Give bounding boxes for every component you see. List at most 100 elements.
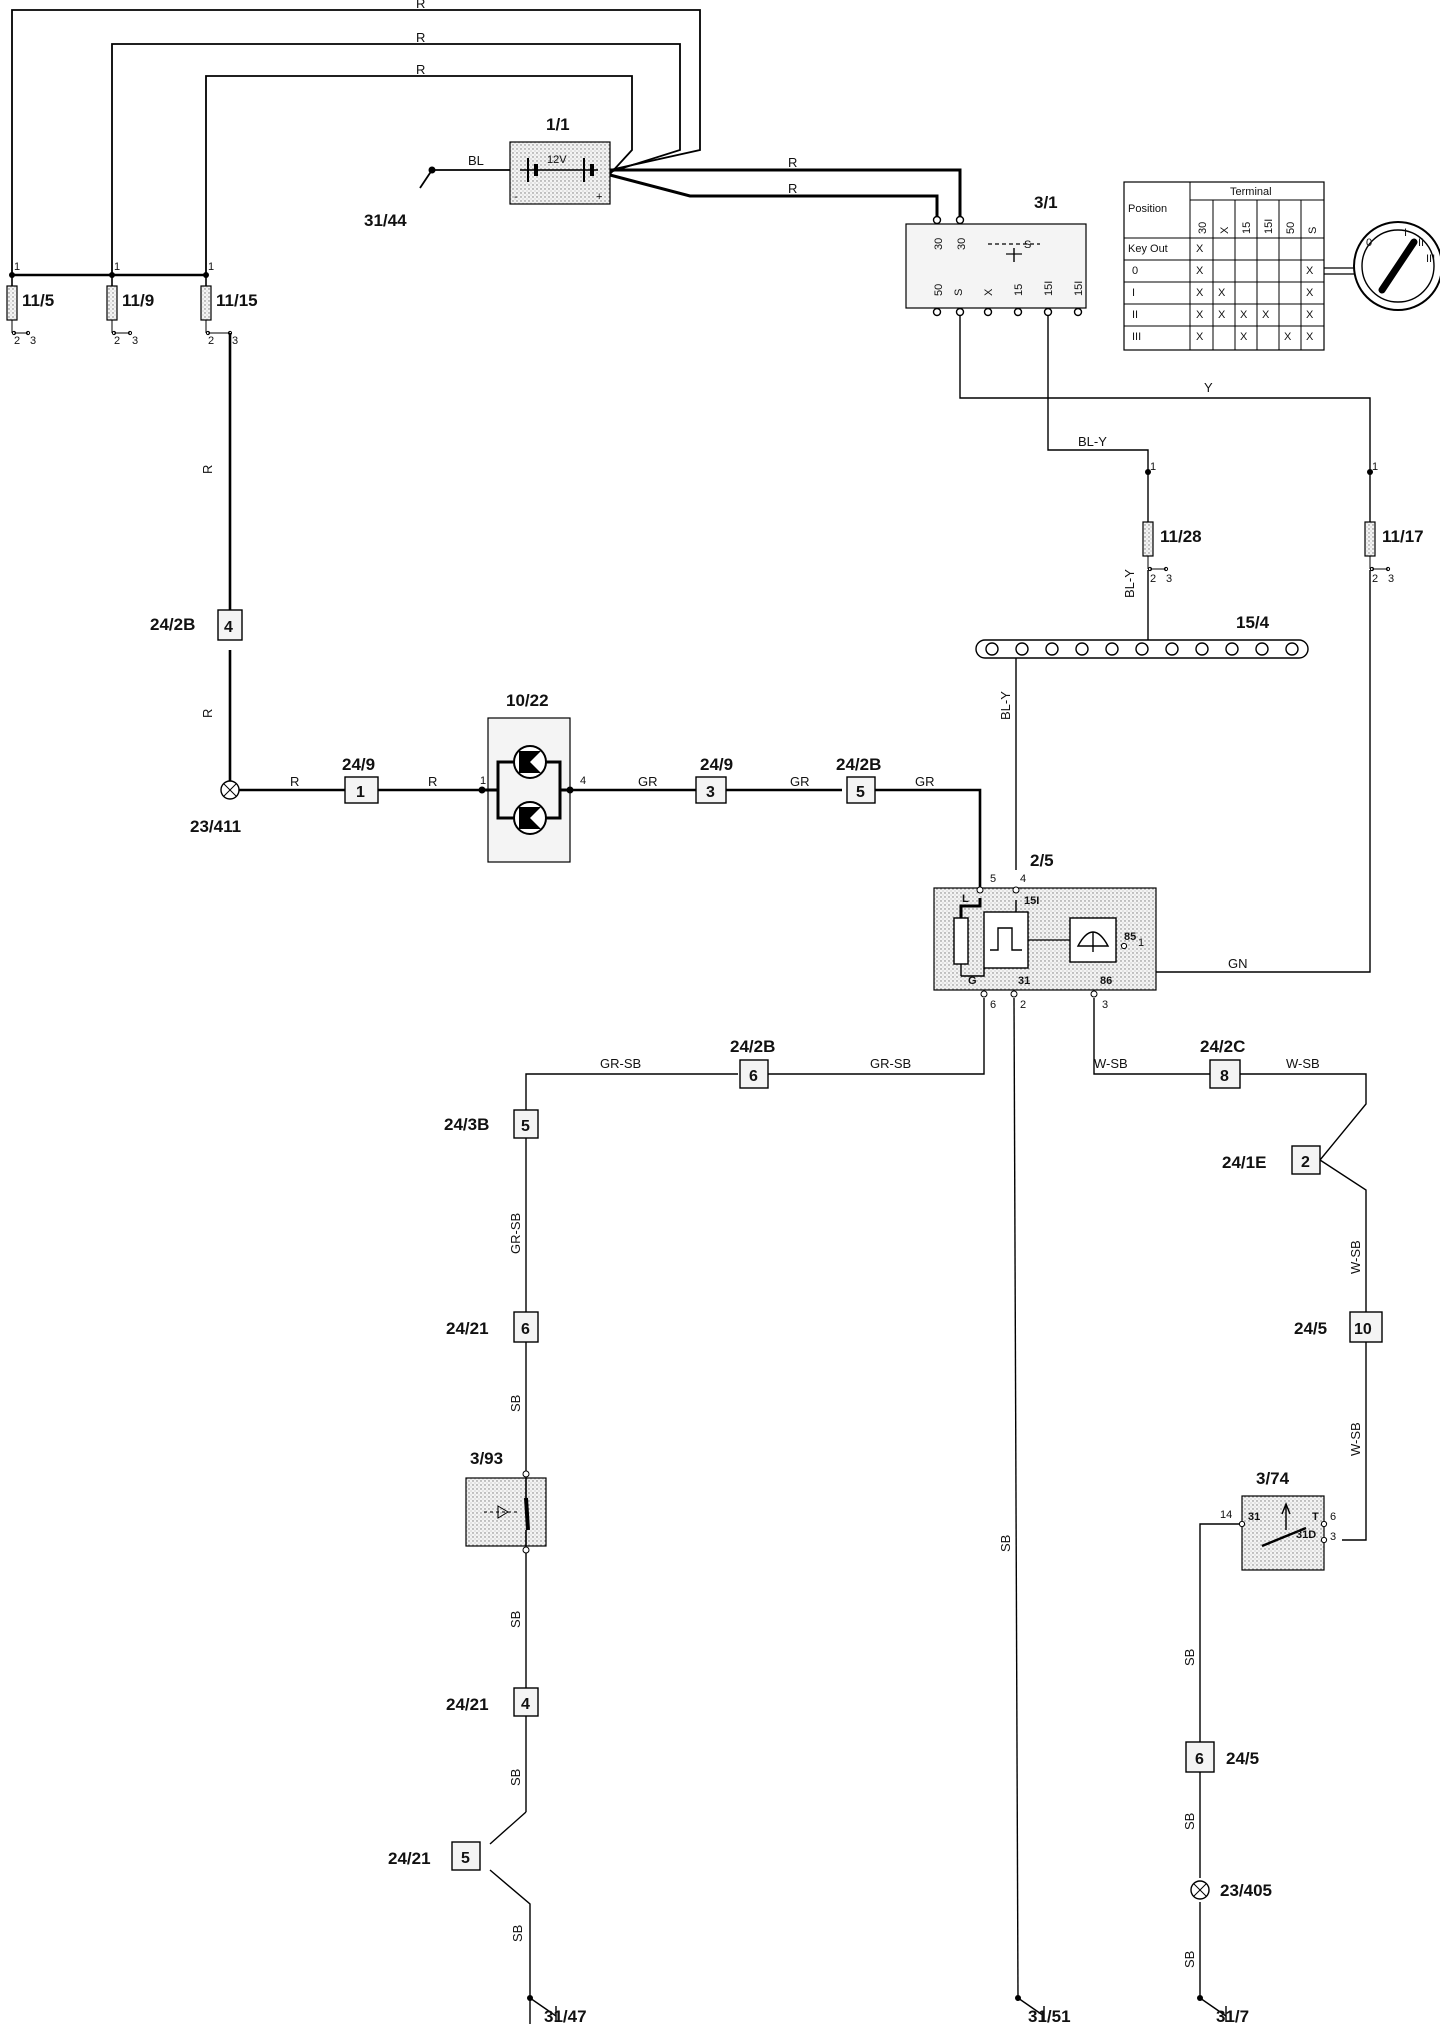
svg-text:4: 4 <box>224 619 233 636</box>
wire-label-gr-h3: GR <box>915 774 935 789</box>
svg-text:2: 2 <box>1150 573 1156 585</box>
connector-24-2b-5: 5 <box>846 776 876 804</box>
wire-label-sb-3: SB <box>508 1769 523 1786</box>
fuse-11-15-label: 11/15 <box>216 291 258 310</box>
fuse-11-9-pin3: 3 <box>132 335 138 347</box>
svg-text:85: 85 <box>1124 931 1136 943</box>
svg-text:I: I <box>1404 227 1407 239</box>
lamp-pin4: 4 <box>580 775 586 787</box>
connector-24-2b-6-label: 24/2B <box>730 1037 775 1056</box>
wire-label-w-sb-4: W-SB <box>1348 1422 1363 1456</box>
table-column-15: 15 <box>1241 222 1253 234</box>
connector-24-2b-4: 4 <box>217 609 243 641</box>
wire-label-bl-y-1: BL-Y <box>1078 434 1107 449</box>
battery-voltage: 12V <box>547 154 567 166</box>
wire-label-sb-2: SB <box>508 1611 523 1628</box>
svg-text:3: 3 <box>1330 1531 1336 1543</box>
busbar-terminal <box>1045 642 1059 656</box>
svg-text:3: 3 <box>1166 573 1172 585</box>
table-mark: X <box>1218 287 1226 299</box>
svg-text:1: 1 <box>1138 937 1144 949</box>
svg-text:2: 2 <box>1372 573 1378 585</box>
table-mark: X <box>1306 287 1314 299</box>
wire-label-sb-center: SB <box>998 1535 1013 1552</box>
connector-24-2b-6: 6 <box>739 1059 769 1089</box>
wire-label-gr-h1: GR <box>638 774 658 789</box>
connector-24-3b-5: 5 <box>513 1109 539 1139</box>
ground-31-7-label: 31/7 <box>1216 2007 1249 2024</box>
connector-24-3b-5-label: 24/3B <box>444 1115 489 1134</box>
wire-label-r-switch-2: R <box>788 181 797 196</box>
table-position-header: Position <box>1128 203 1167 215</box>
splice-23-405 <box>1190 1880 1210 1900</box>
busbar-terminal <box>1105 642 1119 656</box>
fuse-11-9: 1 2 3 <box>106 261 138 347</box>
connector-24-21-5: 5 <box>451 1841 481 1871</box>
svg-text:15I: 15I <box>1043 281 1055 296</box>
table-row-label: I <box>1132 287 1135 299</box>
table-mark: X <box>1306 265 1314 277</box>
lower-left-wires <box>489 998 985 2024</box>
svg-text:1: 1 <box>1150 461 1156 473</box>
ground-31-51-label: 31/51 <box>1028 2007 1071 2024</box>
wire-label-r-h2: R <box>428 774 437 789</box>
battery-1-1: 12V - + <box>509 141 611 205</box>
wire-label-sb-4: SB <box>510 1925 525 1942</box>
top-wire-labels: R R R R R BL <box>416 0 797 196</box>
wire-label-r-vertical-2: R <box>200 709 215 718</box>
svg-text:31: 31 <box>1248 1511 1260 1523</box>
table-mark: X <box>1306 331 1314 343</box>
svg-text:T: T <box>1312 1511 1319 1523</box>
connector-24-9-1-label: 24/9 <box>342 755 375 774</box>
table-mark: X <box>1196 287 1204 299</box>
svg-text:86: 86 <box>1100 975 1112 987</box>
busbar-terminal <box>1015 642 1029 656</box>
svg-text:8: 8 <box>1220 1068 1229 1085</box>
table-mark: X <box>1262 309 1270 321</box>
wire-label-bl-y-3: BL-Y <box>998 691 1013 720</box>
fuse-11-9-pin1: 1 <box>114 261 120 273</box>
splice-23-405-label: 23/405 <box>1220 1881 1272 1900</box>
wire-label-r-mid: R <box>416 30 425 45</box>
table-mark: X <box>1196 309 1204 321</box>
wire-label-sb-r3: SB <box>1182 1951 1197 1968</box>
wire-label-r-h1: R <box>290 774 299 789</box>
wire-label-r-low: R <box>416 62 425 77</box>
top-power-wires <box>11 9 962 277</box>
svg-text:3: 3 <box>1388 573 1394 585</box>
fuse-11-15: 1 2 3 <box>200 261 238 347</box>
connector-24-9-1: 1 <box>344 776 379 804</box>
fuse-11-5-label: 11/5 <box>22 291 54 310</box>
fuse-11-17: 1 2 3 <box>1364 461 1394 585</box>
svg-text:14: 14 <box>1220 1509 1232 1521</box>
busbar-terminal <box>1195 642 1209 656</box>
busbar-terminal <box>1255 642 1269 656</box>
svg-text:1: 1 <box>356 784 365 801</box>
splice-23-411-label: 23/411 <box>190 817 241 836</box>
center-ground-wire <box>1013 997 1019 1999</box>
busbar-terminal <box>1165 642 1179 656</box>
fuse-11-9-pin2: 2 <box>114 335 120 347</box>
svg-text:15I: 15I <box>1073 281 1085 296</box>
svg-text:S: S <box>1024 239 1031 251</box>
wire-label-w-sb-2: W-SB <box>1286 1056 1320 1071</box>
svg-text:G: G <box>968 975 977 987</box>
ground-31-7 <box>1197 1995 1227 2022</box>
wire-label-r-vertical-1: R <box>200 465 215 474</box>
svg-text:4: 4 <box>521 1696 530 1713</box>
wire-label-bl: BL <box>468 153 484 168</box>
switch-3-93-label: 3/93 <box>470 1449 503 1468</box>
svg-text:6: 6 <box>521 1321 530 1338</box>
wire-label-sb-1: SB <box>508 1395 523 1412</box>
svg-text:3: 3 <box>1102 999 1108 1011</box>
connector-24-9-3: 3 <box>695 776 727 804</box>
connector-24-5-6: 6 <box>1185 1741 1215 1773</box>
svg-text:6: 6 <box>990 999 996 1011</box>
table-mark: X <box>1284 331 1292 343</box>
svg-text:6: 6 <box>1330 1511 1336 1523</box>
table-column-s: S <box>1307 227 1319 234</box>
svg-text:0: 0 <box>1366 237 1372 249</box>
busbar-terminal <box>985 642 999 656</box>
